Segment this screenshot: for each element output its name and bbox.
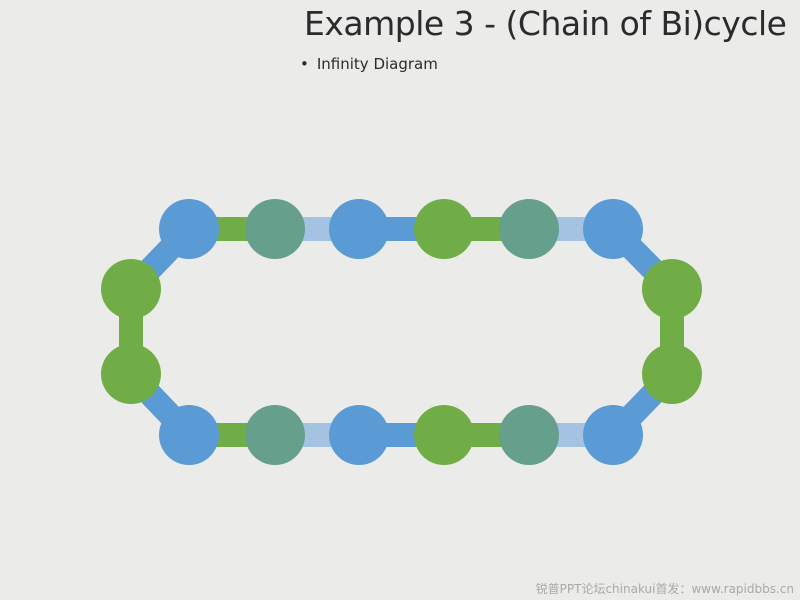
slide-title: Example 3 - (Chain of Bi)cycle [304, 4, 787, 43]
chain-node-right-1 [642, 259, 702, 319]
chain-node-bottom-1 [159, 405, 219, 465]
chain-node-top-6 [583, 199, 643, 259]
chain-node-top-4 [414, 199, 474, 259]
chain-node-top-5 [499, 199, 559, 259]
watermark: 锐普PPT论坛chinakui首发：www.rapidbbs.cn [535, 582, 794, 596]
chain-node-bottom-6 [583, 405, 643, 465]
chain-node-top-1 [159, 199, 219, 259]
chain-node-bottom-2 [245, 405, 305, 465]
bullet-item: • Infinity Diagram [300, 55, 438, 73]
chain-node-top-2 [245, 199, 305, 259]
chain-node-top-3 [329, 199, 389, 259]
chain-node-left-2 [101, 344, 161, 404]
chain-node-bottom-3 [329, 405, 389, 465]
bullet-dot-icon: • [300, 55, 309, 73]
bullet-list: • Infinity Diagram [300, 55, 438, 73]
bullet-text: Infinity Diagram [316, 55, 438, 73]
chain-node-right-2 [642, 344, 702, 404]
chain-node-bottom-5 [499, 405, 559, 465]
chain-node-left-1 [101, 259, 161, 319]
chain-node-bottom-4 [414, 405, 474, 465]
